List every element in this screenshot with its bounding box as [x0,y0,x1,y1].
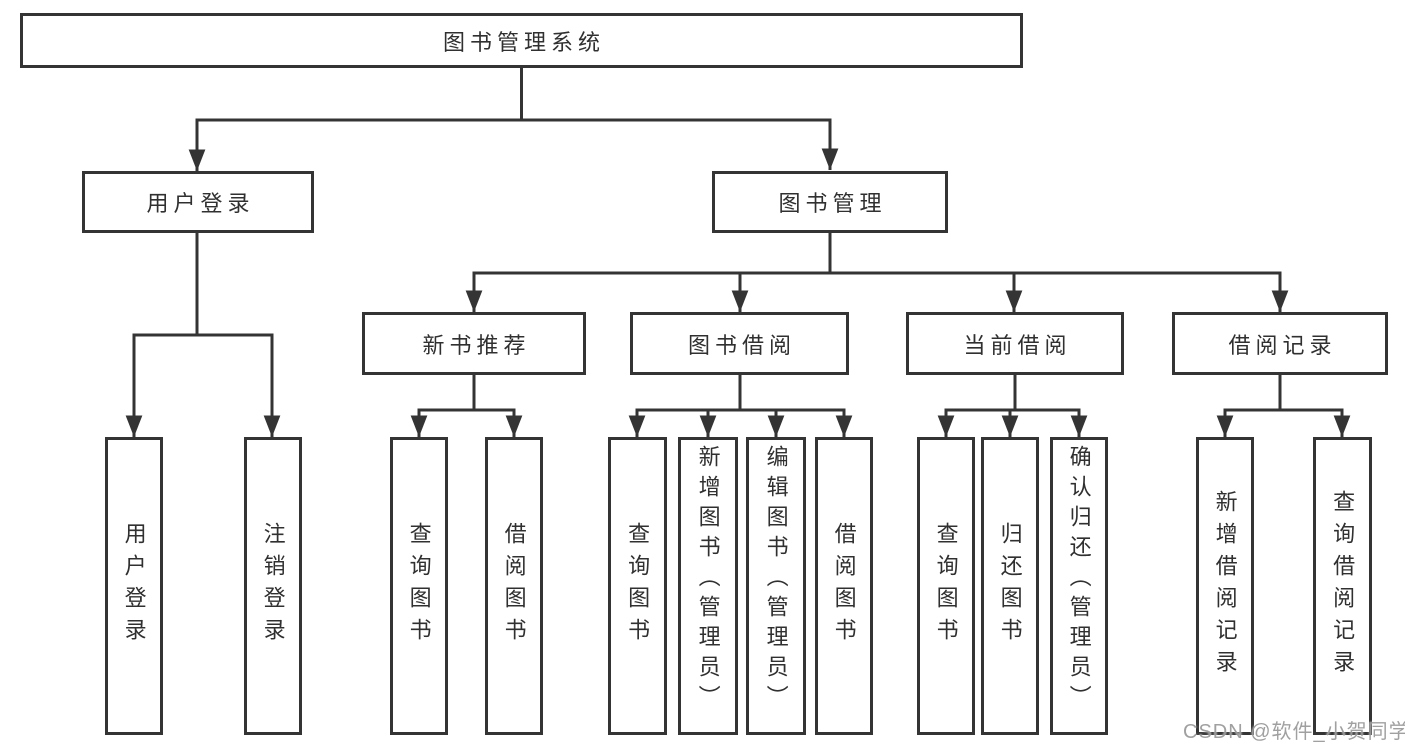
node-label: 确认归还（管理员） [1066,445,1092,715]
node-label: 编辑图书（管理员） [763,445,789,715]
node-query-books-2: 查询图书 [608,437,667,735]
node-label: 用户登录 [121,522,147,650]
node-label: 查询图书 [625,522,651,650]
node-edit-books-admin: 编辑图书（管理员） [746,437,806,735]
node-current-borrowing: 当前借阅 [906,312,1124,375]
node-label: 新书推荐 [422,332,531,358]
node-query-borrow-record: 查询借阅记录 [1313,437,1372,735]
node-new-book-recommendation: 新书推荐 [362,312,586,375]
node-label: 借阅记录 [1228,332,1337,358]
node-borrow-books-2: 借阅图书 [815,437,873,735]
node-add-books-admin: 新增图书（管理员） [678,437,738,735]
node-return-books: 归还图书 [981,437,1039,735]
node-library-management-system: 图书管理系统 [20,13,1023,68]
node-add-borrow-record: 新增借阅记录 [1196,437,1254,735]
node-label: 借阅图书 [831,522,857,650]
node-label: 查询图书 [933,522,959,650]
node-user-login: 用户登录 [82,171,314,233]
node-label: 注销登录 [260,522,286,650]
node-borrowing-records: 借阅记录 [1172,312,1388,375]
node-label: 图书管理系统 [442,29,605,55]
node-borrow-books-1: 借阅图书 [485,437,543,735]
node-label: 归还图书 [997,522,1023,650]
node-label: 用户登录 [146,191,255,216]
node-logout: 注销登录 [244,437,302,735]
node-user-login-action: 用户登录 [105,437,163,735]
node-label: 查询借阅记录 [1330,490,1356,682]
node-query-books-1: 查询图书 [390,437,448,735]
node-book-management: 图书管理 [712,171,948,233]
node-query-books-3: 查询图书 [917,437,975,735]
watermark-text: CSDN @软件_小贺同学 [1183,721,1405,743]
node-label: 当前借阅 [963,332,1072,358]
node-confirm-return-admin: 确认归还（管理员） [1050,437,1108,735]
node-label: 借阅图书 [501,522,527,650]
node-label: 图书借阅 [687,332,796,358]
node-label: 图书管理 [778,191,887,216]
node-book-borrowing: 图书借阅 [630,312,849,375]
node-label: 新增图书（管理员） [695,445,721,715]
node-label: 新增借阅记录 [1212,490,1238,682]
node-label: 查询图书 [406,522,432,650]
